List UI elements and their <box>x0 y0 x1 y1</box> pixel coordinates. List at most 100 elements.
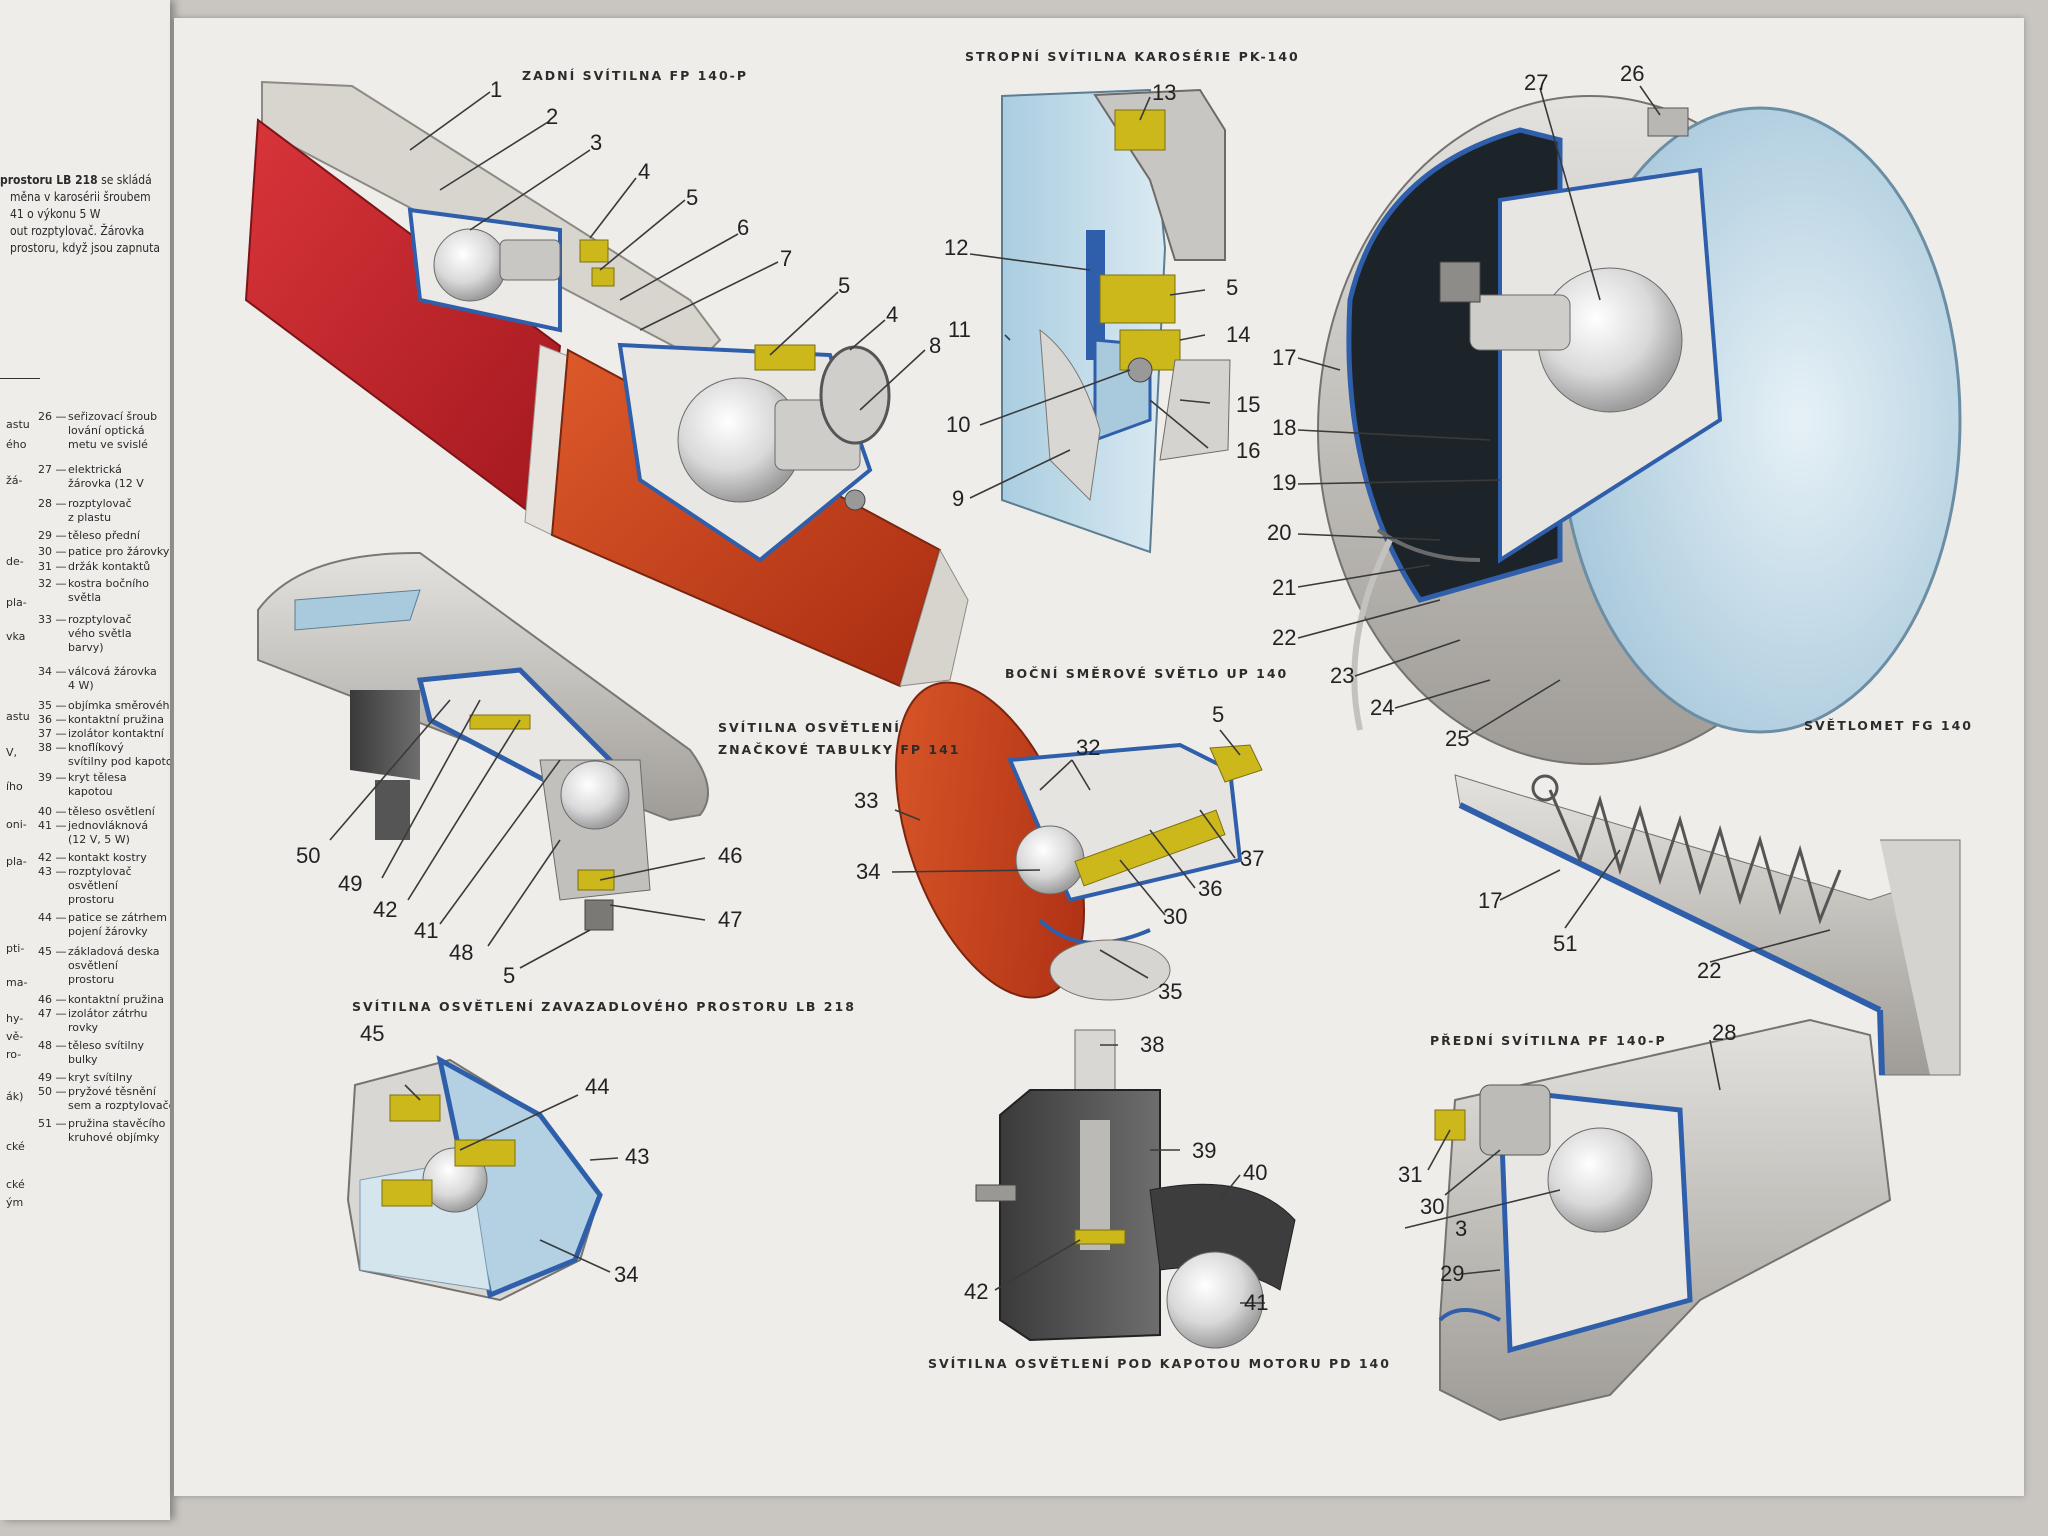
callout-41: 41 <box>1244 1290 1269 1315</box>
front-lamp-illustration <box>1434 1018 1892 1422</box>
caption-rear-lamp: ZADNÍ SVÍTILNA FP 140-P <box>522 68 749 83</box>
column-word: pti- <box>6 942 25 955</box>
callout-43: 43 <box>625 1144 650 1169</box>
callout-9: 9 <box>952 486 965 511</box>
legend-entry: 47 —izolátor zátrhu <box>38 1007 148 1020</box>
plate-lamp-illustration <box>257 551 709 931</box>
legend-entry: 51 —pružina stavěcího <box>38 1117 166 1130</box>
column-word: cké <box>6 1140 25 1153</box>
column-word: astu <box>6 710 30 723</box>
column-word: ým <box>6 1196 24 1209</box>
callout-44: 44 <box>585 1074 610 1099</box>
callout-5: 5 <box>503 963 516 988</box>
callout-19: 19 <box>1272 470 1297 495</box>
legend-entry: svítilny pod kapotou <box>68 755 170 768</box>
callout-50: 50 <box>296 843 321 868</box>
callout-3: 3 <box>590 130 603 155</box>
callout-22: 22 <box>1272 625 1297 650</box>
callout-1: 1 <box>490 77 503 102</box>
callout-5: 5 <box>1212 702 1225 727</box>
legend-entry: vého světla <box>68 627 132 640</box>
caption-ceiling-lamp: STROPNÍ SVÍTILNA KAROSÉRIE PK-140 <box>965 49 1300 64</box>
callout-4: 4 <box>638 159 651 184</box>
column-word: astu <box>6 418 30 431</box>
column-word: žá- <box>6 474 23 487</box>
caption-headlamp: SVĚTLOMET FG 140 <box>1804 718 1973 733</box>
legend-entry: 33 —rozptylovač <box>38 613 132 626</box>
legend-entry: 27 —elektrická <box>38 463 122 476</box>
ceiling-lamp-illustration <box>1001 88 1231 554</box>
callout-5: 5 <box>1226 275 1239 300</box>
caption-engine-lamp: SVÍTILNA OSVĚTLENÍ POD KAPOTOU MOTORU PD… <box>928 1356 1391 1371</box>
callout-33: 33 <box>854 788 879 813</box>
callout-12: 12 <box>944 235 969 260</box>
legend-entry: osvětlení <box>68 959 118 972</box>
callout-40: 40 <box>1243 1160 1268 1185</box>
column-word: ro- <box>6 1048 22 1061</box>
headlamp-illustration <box>1317 95 1962 765</box>
column-word: V, <box>6 746 18 759</box>
callout-5: 5 <box>838 273 851 298</box>
callout-45: 45 <box>360 1021 385 1046</box>
intro-text-line: out rozptylovač. Žárovka <box>10 224 145 238</box>
callout-25: 25 <box>1445 726 1470 751</box>
legend-entry: 4 W) <box>68 679 94 692</box>
legend-entry: 39 —kryt tělesa <box>38 771 127 784</box>
callout-49: 49 <box>338 871 363 896</box>
callout-23: 23 <box>1330 663 1355 688</box>
legend-entry: 48 —těleso svítilny <box>38 1039 145 1052</box>
callout-51: 51 <box>1553 931 1578 956</box>
callout-30: 30 <box>1163 904 1188 929</box>
legend-entry: 42 —kontakt kostry <box>38 851 147 864</box>
legend-entry: lování optická <box>68 424 145 437</box>
legend-entry: (12 V, 5 W) <box>68 833 130 846</box>
column-word: ák) <box>6 1090 24 1103</box>
column-word: vka <box>6 630 26 643</box>
column-word: pla- <box>6 596 27 609</box>
column-word: pla- <box>6 855 27 868</box>
legend-entry: prostoru <box>68 893 115 906</box>
legend-entry: 38 —knoflíkový <box>38 741 124 754</box>
callout-34: 34 <box>614 1262 639 1287</box>
legend-entry: 29 —těleso přední <box>38 529 140 542</box>
legend-entry: světla <box>68 591 102 604</box>
legend-entry: bulky <box>68 1053 98 1066</box>
intro-text-line: měna v karosérii šroubem <box>10 190 151 204</box>
legend-entry: 37 —izolátor kontaktní <box>38 727 164 740</box>
column-word: ého <box>6 438 27 451</box>
column-word: ma- <box>6 976 28 989</box>
callout-7: 7 <box>780 246 793 271</box>
leader-lines <box>329 85 1831 1304</box>
intro-text-line: 41 o výkonu 5 W <box>10 207 101 221</box>
left-page-rule <box>0 378 40 379</box>
side-indicator-illustration <box>894 681 1263 1001</box>
legend-entry: z plastu <box>68 511 112 524</box>
legend-entry: 50 —pryžové těsnění <box>38 1085 156 1098</box>
callout-21: 21 <box>1272 575 1297 600</box>
legend-entry: barvy) <box>68 641 104 654</box>
callout-14: 14 <box>1226 322 1251 347</box>
legend-entry: 34 —válcová žárovka <box>38 665 157 678</box>
callout-48: 48 <box>449 940 474 965</box>
caption-trunk-lamp: SVÍTILNA OSVĚTLENÍ ZAVAZADLOVÉHO PROSTOR… <box>352 999 856 1014</box>
legend-entry: 49 —kryt svítilny <box>38 1071 133 1084</box>
legend-entry: 41 —jednovláknová <box>38 819 149 832</box>
legend-entry: 46 —kontaktní pružina <box>38 993 164 1006</box>
callout-35: 35 <box>1158 979 1183 1004</box>
legend-entry: pojení žárovky <box>68 925 148 938</box>
caption-plate-lamp-line2: ZNAČKOVÉ TABULKY FP 141 <box>718 742 961 757</box>
legend-entry: metu ve svislé <box>68 438 148 451</box>
callout-46: 46 <box>718 843 743 868</box>
callout-10: 10 <box>946 412 971 437</box>
callout-20: 20 <box>1267 520 1292 545</box>
callout-3: 3 <box>1455 1216 1468 1241</box>
callout-17: 17 <box>1272 345 1297 370</box>
legend-entry: 43 —rozptylovač <box>38 865 132 878</box>
callout-8: 8 <box>929 333 942 358</box>
callout-4: 4 <box>886 302 899 327</box>
legend-entry: kruhové objímky <box>68 1131 160 1144</box>
callout-37: 37 <box>1240 846 1265 871</box>
